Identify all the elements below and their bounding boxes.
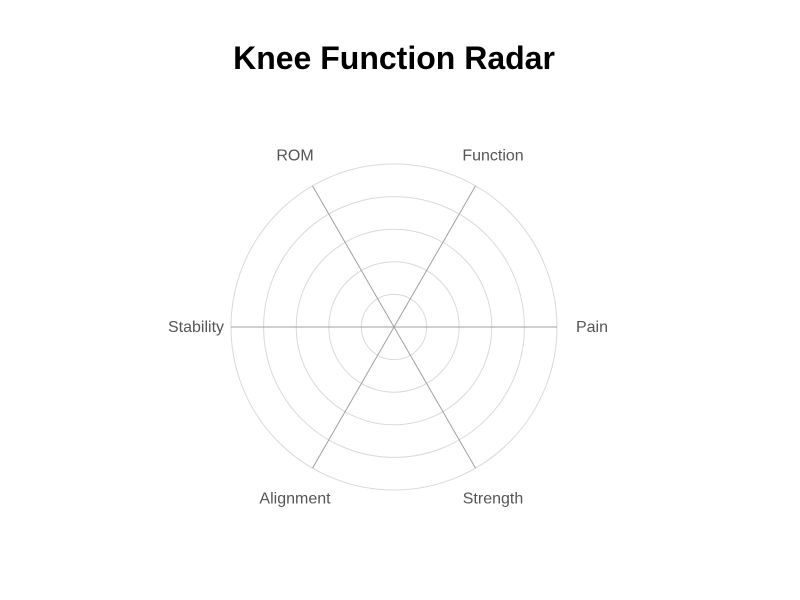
axis-spokes	[231, 185, 557, 469]
axis-spoke-rom	[312, 185, 395, 328]
axis-label-pain: Pain	[576, 319, 608, 336]
axis-label-strength: Strength	[463, 490, 523, 507]
chart-title: Knee Function Radar	[233, 40, 555, 76]
axis-label-alignment: Alignment	[259, 490, 331, 507]
axis-spoke-function	[393, 185, 476, 328]
axis-label-stability: Stability	[168, 319, 224, 336]
axis-spoke-strength	[393, 326, 476, 469]
axis-spoke-alignment	[312, 326, 395, 469]
axis-label-rom: ROM	[276, 148, 313, 165]
axis-label-function: Function	[462, 148, 523, 165]
